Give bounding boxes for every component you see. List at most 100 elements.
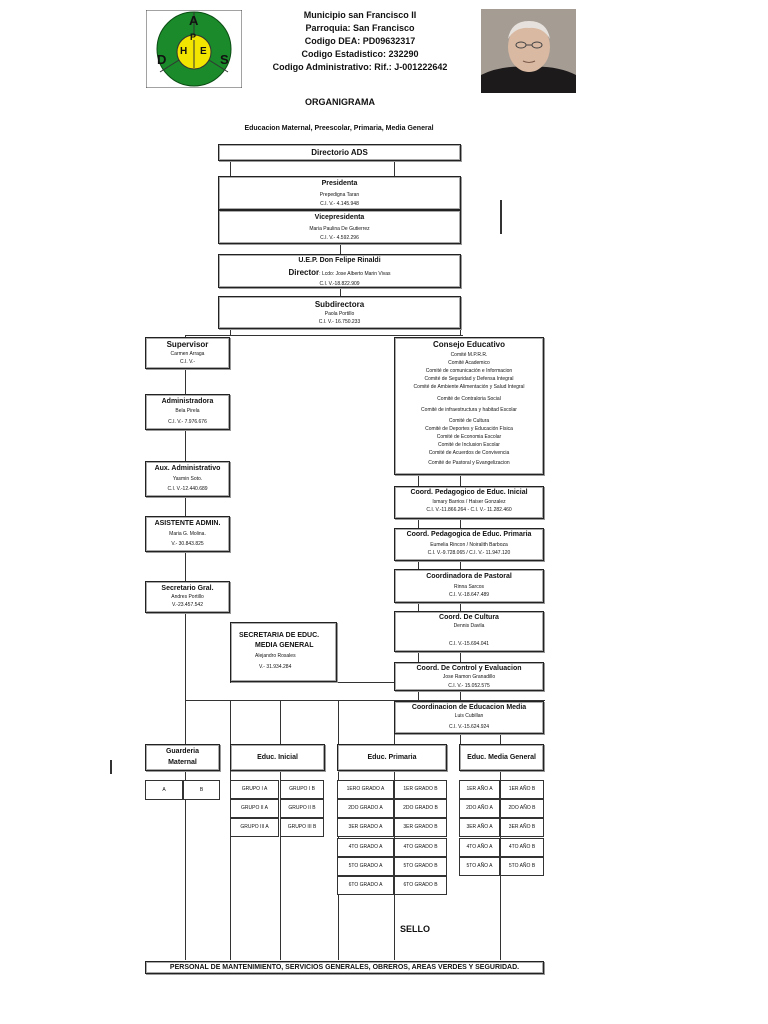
secretaria-media-box: SECRETARIA DE EDUC. MEDIA GENERAL Alejan… [230,622,337,682]
asistente-title: ASISTENTE ADMIN. [154,520,221,527]
group-cell: 5TO AÑO B [500,857,544,876]
connector [394,160,395,176]
group-cell: 1ER AÑO B [500,780,544,799]
supervisor-title: Supervisor [166,340,209,349]
consejo-item: Comité de Economia Escolar [436,434,502,440]
logo-letter-p: P [190,32,197,42]
group-cell: 6TO GRADO B [394,876,447,895]
group-cell: 5TO AÑO A [459,857,500,876]
presidenta-name: Prepedigna Taran [319,192,360,198]
logo-letter-a: A [189,13,199,28]
connector [418,518,419,528]
consejo-item: Comité Academico [448,360,490,366]
aux-admin-name: Yasmin Soto. [172,476,203,482]
coord-control-title: Coord. De Control y Evaluacion [416,665,522,672]
consejo-item: Comité de Deportes y Educación Física [425,426,513,432]
connector [418,691,419,701]
coord-inicial-title: Coord. Pedagogico de Educ. Inicial [410,489,528,496]
coord-media-title: Coordinacion de Educacion Media [411,704,527,711]
connector [500,200,502,234]
consejo-item: Comité de Acuerdos de Convivencia [428,450,510,456]
aux-admin-box: Aux. Administrativo Yasmin Soto. C.I. V.… [145,461,230,497]
school-info: Municipio san Francisco II Parroquia: Sa… [250,9,470,74]
directorio-box: Directorio ADS [218,144,461,161]
coord-primaria-title: Coord. Pedagogica de Educ. Primaria [406,531,532,538]
consejo-title: Consejo Educativo [432,340,505,349]
presidenta-title: Presidenta [321,180,358,187]
group-cell: 1ER AÑO A [459,780,500,799]
secretario-title: Secretario Gral. [161,585,214,592]
connector [230,160,231,176]
coord-inicial-box: Coord. Pedagogico de Educ. Inicial Ismar… [394,486,544,519]
primaria-box: Educ. Primaria [337,744,447,771]
info-line: Codigo Estadistico: 232290 [301,49,419,59]
coord-cultura-title: Coord. De Cultura [439,614,499,621]
connector [110,760,112,774]
group-cell: GRUPO II A [230,799,279,818]
subdirectora-box: Subdirectora Paola Portillo C.I. V.- 16.… [218,296,461,329]
directorio-title: Directorio ADS [311,148,368,157]
secretario-box: Secretario Gral. Andres Portillo V.-23.4… [145,581,230,613]
subdirectora-ci: C.I. V.- 16.750.233 [318,319,361,325]
asistente-box: ASISTENTE ADMIN. Maria G. Molina. V.- 30… [145,516,230,552]
guarderia-title2: Maternal [168,759,197,766]
coord-primaria-box: Coord. Pedagogica de Educ. Primaria Eume… [394,528,544,561]
vicepresidenta-title: Vicepresidenta [314,214,365,221]
group-cell: GRUPO II B [280,799,324,818]
coord-cultura-ci: C.I. V.-15.694.041 [448,641,490,647]
secretaria-media-ci: V.- 31.934.284 [259,664,292,670]
secretaria-media-title2: MEDIA GENERAL [255,642,314,649]
group-cell: 2DO AÑO B [500,799,544,818]
coord-pastoral-name: Rinna Sarcos [453,584,484,590]
uep-title: U.E.P. Don Felipe Rinaldi [298,257,381,264]
consejo-item: Comité de comunicación e Informacion [425,368,513,374]
vicepresidenta-name: Maria Paulina De Gutierrez [309,226,370,232]
consejo-item: Comité M.P.R.R. [450,352,488,358]
group-cell: 2DO GRADO A [337,799,394,818]
uep-ci: C.I. V.-18.822.909 [319,281,360,287]
subdirectora-name: Paola Portillo [324,311,355,317]
info-line: Codigo DEA: PD09632317 [304,36,416,46]
connector [340,288,341,296]
coord-pastoral-title: Coordinadora de Pastoral [426,573,512,580]
connector [418,475,419,487]
school-logo: A P H E D S [145,9,243,89]
consejo-item: Comité de Cultura [448,418,490,424]
consejo-item: Comité de Contraloria Social [437,396,501,402]
vicepresidenta-box: Vicepresidenta Maria Paulina De Gutierre… [218,210,461,244]
coord-primaria-ci: C.I. V.-9.728.065 / C.I. V.- 11.947.120 [427,550,511,556]
connector [460,518,461,528]
supervisor-ci: C.I. V.- [179,359,196,365]
asistente-name: Maria G. Molina. [169,531,206,537]
group-cell: 4TO AÑO A [459,838,500,857]
logo-letter-e: E [200,46,207,57]
group-cell: 2DO AÑO A [459,799,500,818]
uep-box: U.E.P. Don Felipe Rinaldi Director: Lcdo… [218,254,461,288]
subdirectora-title: Subdirectora [314,300,365,309]
portrait-photo [481,9,576,93]
group-cell: GRUPO III A [230,818,279,837]
director-name: : Lcdo: Jose Alberto Marin Vivas [319,271,391,277]
supervisor-name: Carmen Arraga [170,351,205,357]
inicial-box: Educ. Inicial [230,744,325,771]
group-cell: 4TO GRADO B [394,838,447,857]
group-cell: 1ERO GRADO A [337,780,394,799]
connector [460,603,461,611]
coord-cultura-box: Coord. De Cultura Dennis Davila C.I. V.-… [394,611,544,652]
group-cell: 2DO GRADO B [394,799,447,818]
group-cell: B [183,780,220,800]
logo-letter-d: D [157,52,167,67]
administradora-box: Administradora Bela Pirela C.I. V.- 7.97… [145,394,230,430]
group-cell: 5TO GRADO A [337,857,394,876]
presidenta-box: Presidenta Prepedigna Taran C.I. V.- 4.1… [218,176,461,210]
group-cell: 3ER AÑO B [500,818,544,837]
coord-media-name: Luis Cubillan [454,713,484,719]
connector [185,368,186,394]
connector [230,682,395,683]
primaria-title: Educ. Primaria [367,754,417,761]
coord-inicial-name: Ismary Barrios / Haiser Gonzalez [432,499,506,505]
presidenta-ci: C.I. V.- 4.145.948 [320,201,359,207]
group-cell: GRUPO I A [230,780,279,799]
media-title: Educ. Media General [467,754,536,761]
page-title: ORGANIGRAMA [305,97,375,107]
